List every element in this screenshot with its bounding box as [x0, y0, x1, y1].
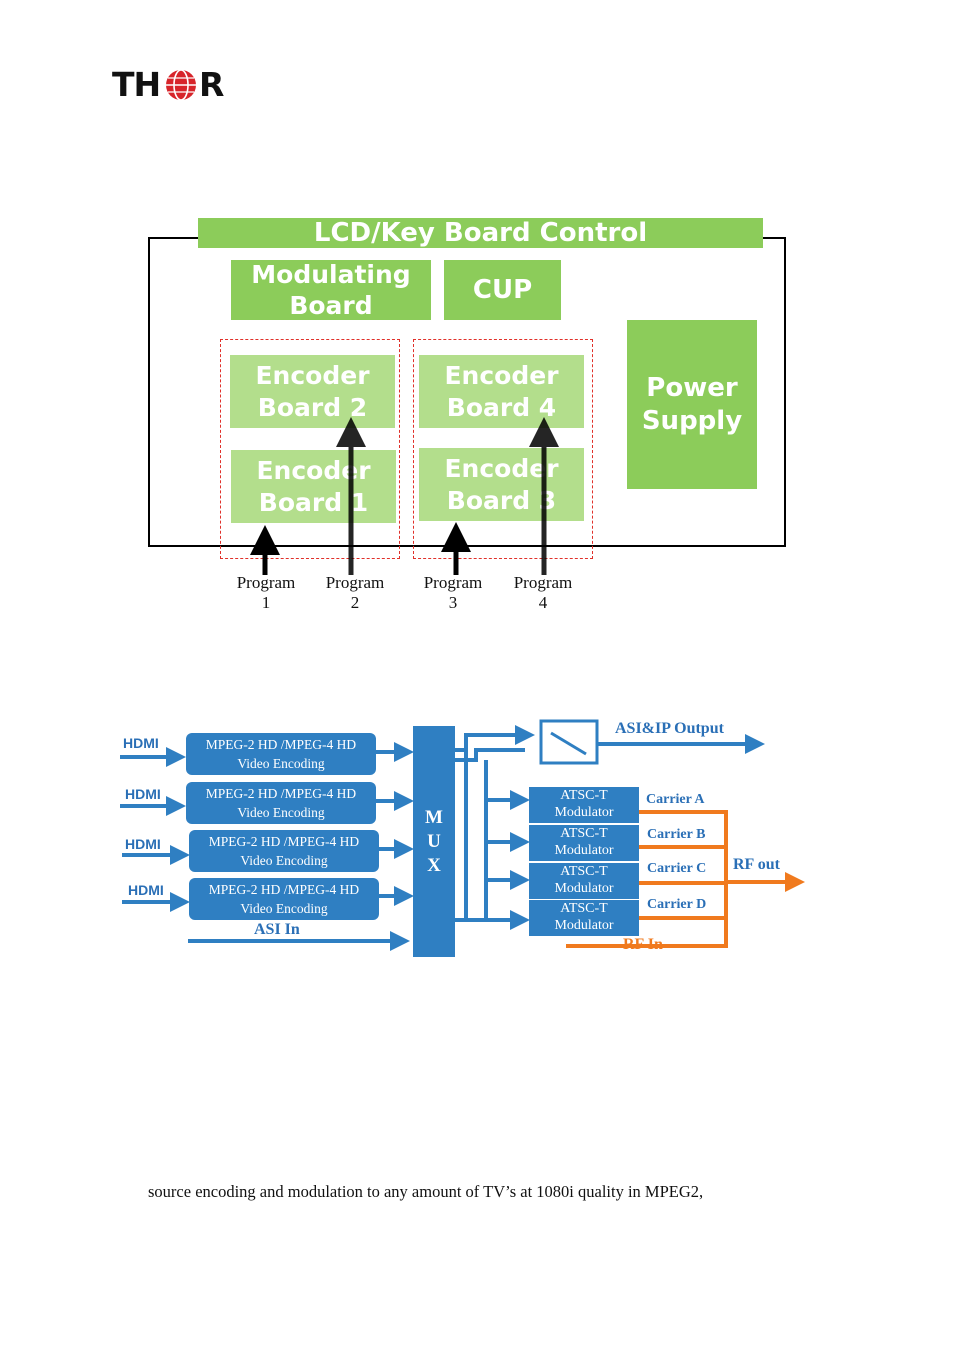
thor-logo: TH R [112, 66, 228, 104]
rf-out-label: RF out [733, 856, 780, 873]
program-4-number: 4 [538, 593, 548, 612]
atsc-modulator-3-line2: Modulator [554, 881, 614, 896]
program-1-text: Program [236, 573, 296, 592]
encoder-board-3-line2: Board 3 [446, 485, 557, 515]
cup-box: CUP [444, 260, 561, 320]
video-encoder-2-line2: Video Encoding [237, 805, 325, 820]
video-encoder-2-line1: MPEG-2 HD /MPEG-4 HD [205, 786, 357, 801]
program-2-text: Program [325, 573, 385, 592]
atsc-modulator-2: ATSC-T Modulator [529, 825, 639, 861]
logo-text-th: TH [112, 65, 161, 104]
program-4-label: Program 4 [503, 573, 583, 613]
encoder-board-3: Encoder Board 3 [419, 448, 584, 521]
program-2-number: 2 [350, 593, 360, 612]
atsc-modulator-4-line1: ATSC-T [560, 901, 608, 916]
video-encoder-2: MPEG-2 HD /MPEG-4 HD Video Encoding [186, 782, 376, 824]
program-3-label: Program 3 [413, 573, 493, 613]
encoder-group-left [220, 339, 400, 559]
atsc-modulator-3: ATSC-T Modulator [529, 863, 639, 899]
video-encoder-1-line1: MPEG-2 HD /MPEG-4 HD [205, 737, 357, 752]
atsc-modulator-4-line2: Modulator [554, 918, 614, 933]
program-2-label: Program 2 [315, 573, 395, 613]
asi-ip-output-label: ASI&IP Output [615, 720, 724, 737]
power-supply-line1: Power [646, 373, 738, 403]
mux-letter-m: M [425, 807, 443, 828]
video-encoder-1-line2: Video Encoding [237, 756, 325, 771]
body-paragraph: source encoding and modulation to any am… [148, 1182, 704, 1201]
encoder-board-4-line2: Board 4 [446, 392, 557, 422]
output-switch-icon [539, 719, 599, 765]
encoder-board-2-line1: Encoder [255, 361, 370, 391]
atsc-modulator-2-line2: Modulator [554, 843, 614, 858]
encoder-board-2-line2: Board 2 [257, 392, 368, 422]
carrier-c-label: Carrier C [647, 861, 707, 876]
hdmi-label-1: HDMI [123, 735, 159, 751]
encoder-board-3-line1: Encoder [444, 454, 559, 484]
mux-label: M U X [413, 806, 455, 878]
encoder-board-4-line1: Encoder [444, 361, 559, 391]
carrier-d-label: Carrier D [647, 897, 707, 912]
logo-text-r: R [199, 65, 224, 104]
carrier-a-label: Carrier A [646, 792, 705, 807]
modulating-board-line1: Modulating [251, 259, 411, 289]
video-encoder-4: MPEG-2 HD /MPEG-4 HD Video Encoding [189, 878, 379, 920]
globe-icon [166, 69, 196, 101]
video-encoder-1: MPEG-2 HD /MPEG-4 HD Video Encoding [186, 733, 376, 775]
carrier-b-label: Carrier B [647, 827, 706, 842]
atsc-modulator-3-line1: ATSC-T [560, 864, 608, 879]
encoder-board-2: Encoder Board 2 [230, 355, 395, 428]
modulating-board-box: Modulating Board [231, 260, 431, 320]
program-arrows [250, 417, 559, 575]
power-supply-line2: Supply [641, 405, 743, 436]
atsc-modulator-4: ATSC-T Modulator [529, 900, 639, 936]
program-3-text: Program [423, 573, 483, 592]
video-encoder-3-line1: MPEG-2 HD /MPEG-4 HD [208, 834, 360, 849]
lcd-keyboard-control-box: LCD/Key Board Control [198, 218, 763, 248]
program-1-number: 1 [261, 593, 271, 612]
atsc-modulator-1-line2: Modulator [554, 805, 614, 820]
signal-flow-lines [120, 719, 805, 957]
program-1-label: Program 1 [226, 573, 306, 613]
atsc-modulator-2-line1: ATSC-T [560, 826, 608, 841]
asi-in-label: ASI In [254, 921, 300, 938]
atsc-modulator-1: ATSC-T Modulator [529, 787, 639, 823]
program-4-text: Program [513, 573, 573, 592]
program-3-number: 3 [448, 593, 458, 612]
encoder-group-right [413, 339, 593, 559]
video-encoder-3-line2: Video Encoding [240, 853, 328, 868]
hdmi-label-4: HDMI [128, 882, 164, 898]
hdmi-label-2: HDMI [125, 786, 161, 802]
hdmi-label-3: HDMI [125, 836, 161, 852]
mux-letter-u: U [427, 831, 441, 852]
modulating-board-line2: Board [289, 291, 373, 320]
mux-block [413, 726, 455, 957]
rf-in-label: RF In [623, 936, 663, 953]
power-supply-box: Power Supply [627, 320, 757, 489]
video-encoder-4-line1: MPEG-2 HD /MPEG-4 HD [208, 882, 360, 897]
video-encoder-4-line2: Video Encoding [240, 901, 328, 916]
video-encoder-3: MPEG-2 HD /MPEG-4 HD Video Encoding [189, 830, 379, 872]
mux-letter-x: X [427, 855, 441, 876]
atsc-modulator-1-line1: ATSC-T [560, 788, 608, 803]
encoder-board-4: Encoder Board 4 [419, 355, 584, 428]
